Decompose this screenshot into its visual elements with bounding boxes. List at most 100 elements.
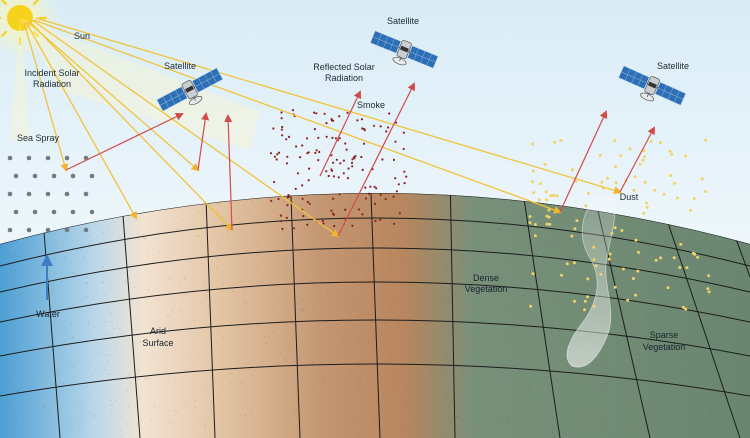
ground-texture-speck bbox=[167, 257, 169, 259]
ground-texture-speck bbox=[218, 203, 220, 205]
smoke-particle bbox=[347, 167, 350, 170]
ground-texture-speck bbox=[681, 435, 683, 437]
ground-texture-speck bbox=[53, 383, 55, 385]
smoke-particle bbox=[330, 209, 333, 212]
ground-texture-speck bbox=[715, 404, 717, 406]
ground-texture-speck bbox=[534, 402, 536, 404]
ground-texture-speck bbox=[429, 420, 430, 421]
ground-texture-speck bbox=[111, 404, 113, 406]
ground-texture-speck bbox=[507, 311, 509, 312]
ground-texture-speck bbox=[89, 246, 91, 248]
ground-texture-speck bbox=[206, 418, 208, 420]
smoke-particle bbox=[346, 177, 349, 180]
ground-texture-speck bbox=[366, 274, 368, 275]
ground-texture-speck bbox=[297, 295, 298, 297]
ground-texture-speck bbox=[273, 306, 275, 308]
smoke-particle bbox=[295, 145, 298, 148]
dust-particle bbox=[670, 152, 674, 156]
ground-texture-speck bbox=[196, 421, 198, 422]
ground-texture-speck bbox=[58, 401, 60, 403]
ground-texture-speck bbox=[581, 310, 583, 312]
ground-texture-speck bbox=[499, 228, 501, 230]
ground-texture-speck bbox=[552, 296, 554, 298]
ground-texture-speck bbox=[280, 353, 281, 355]
ground-texture-speck bbox=[532, 417, 534, 419]
smoke-particle bbox=[308, 202, 311, 205]
ground-texture-speck bbox=[634, 291, 636, 293]
ground-texture-speck bbox=[78, 307, 80, 309]
smoke-particle bbox=[337, 176, 340, 179]
ground-texture-speck bbox=[727, 397, 728, 399]
ground-texture-speck bbox=[669, 226, 671, 228]
ground-texture-speck bbox=[417, 384, 419, 386]
ground-texture-speck bbox=[194, 412, 196, 414]
dust-particle bbox=[631, 277, 635, 280]
water-label: Water bbox=[36, 309, 60, 319]
ground-texture-speck bbox=[382, 227, 384, 228]
ground-texture-speck bbox=[449, 421, 451, 423]
ground-texture-speck bbox=[710, 379, 712, 381]
ground-texture-speck bbox=[472, 225, 474, 227]
ground-texture-speck bbox=[477, 428, 479, 430]
ground-texture-speck bbox=[488, 306, 490, 308]
ground-texture-speck bbox=[17, 391, 19, 392]
ground-texture-speck bbox=[409, 289, 411, 291]
ground-texture-speck bbox=[174, 410, 176, 411]
ground-texture-speck bbox=[140, 397, 141, 399]
ground-texture-speck bbox=[116, 326, 118, 328]
ground-texture-speck bbox=[540, 274, 542, 276]
ground-texture-speck bbox=[340, 210, 342, 212]
smoke-particle bbox=[332, 161, 335, 164]
dust-particle bbox=[531, 180, 534, 184]
ground-texture-speck bbox=[529, 284, 531, 286]
ground-texture-speck bbox=[142, 234, 144, 236]
sea-spray-particle bbox=[64, 191, 70, 197]
ground-texture-speck bbox=[51, 289, 53, 291]
ground-texture-speck bbox=[344, 223, 346, 225]
ground-texture-speck bbox=[639, 355, 641, 356]
sea-spray-particle bbox=[51, 173, 57, 179]
ground-texture-speck bbox=[519, 215, 521, 216]
ground-texture-speck bbox=[366, 241, 368, 243]
ground-texture-speck bbox=[267, 272, 269, 274]
ground-texture-speck bbox=[497, 380, 499, 382]
ground-texture-speck bbox=[27, 337, 28, 339]
sea-spray-particle bbox=[51, 209, 57, 215]
ground-texture-speck bbox=[371, 320, 373, 322]
smoke-particle bbox=[270, 199, 273, 202]
ground-texture-speck bbox=[682, 323, 683, 325]
ground-texture-speck bbox=[203, 283, 205, 285]
ground-texture-speck bbox=[344, 418, 346, 419]
ground-texture-speck bbox=[32, 244, 34, 245]
dust-particle bbox=[614, 165, 618, 169]
ground-texture-speck bbox=[167, 315, 169, 317]
ground-texture-speck bbox=[337, 270, 338, 272]
dust-particle bbox=[599, 272, 603, 276]
ground-texture-speck bbox=[528, 309, 530, 310]
smoke-particle bbox=[322, 222, 325, 225]
ground-texture-speck bbox=[289, 349, 291, 351]
ground-texture-speck bbox=[255, 216, 257, 217]
ground-texture-speck bbox=[719, 354, 720, 356]
ground-texture-speck bbox=[697, 266, 698, 268]
dust-particle bbox=[574, 179, 578, 183]
ground-texture-speck bbox=[644, 384, 646, 386]
ground-texture-speck bbox=[417, 380, 419, 382]
ground-texture-speck bbox=[86, 282, 88, 284]
ground-texture-speck bbox=[308, 222, 310, 224]
dust-particle bbox=[528, 221, 532, 225]
smoke-particle bbox=[294, 187, 297, 190]
ground-texture-speck bbox=[633, 237, 634, 239]
ground-texture-speck bbox=[469, 435, 471, 437]
ground-texture-speck bbox=[743, 420, 745, 421]
ground-texture-speck bbox=[581, 214, 583, 216]
ground-texture-speck bbox=[493, 403, 494, 404]
ground-texture-speck bbox=[558, 242, 560, 244]
smoke-particle bbox=[395, 190, 398, 193]
smoke-particle bbox=[385, 130, 388, 133]
ground-texture-speck bbox=[676, 355, 678, 357]
ground-texture-speck bbox=[591, 419, 592, 420]
ground-texture-speck bbox=[465, 238, 466, 240]
ground-texture-speck bbox=[748, 306, 749, 308]
dust-particle bbox=[570, 168, 574, 172]
